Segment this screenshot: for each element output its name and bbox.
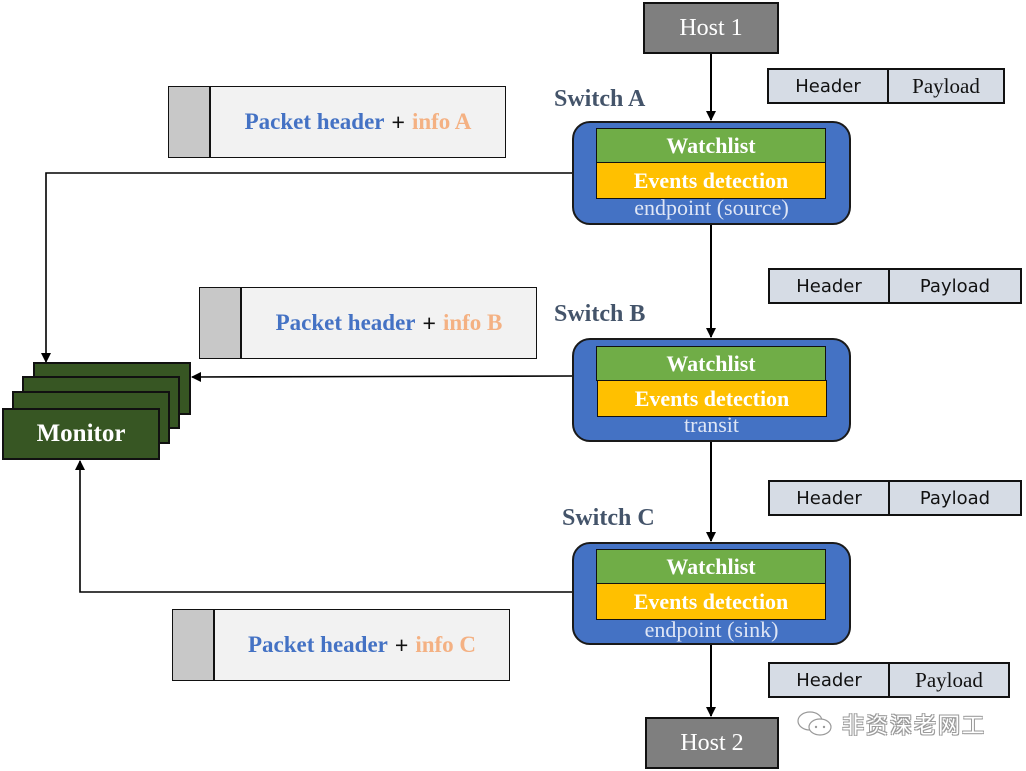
watchlist-block: Watchlist bbox=[596, 346, 826, 381]
report-packet-header: Packet header bbox=[244, 109, 385, 134]
data-packet: Header Payload bbox=[768, 480, 1022, 516]
wechat-icon bbox=[797, 711, 832, 736]
switch-a-label: Switch A bbox=[554, 86, 646, 112]
packet-header-field: Header bbox=[770, 482, 890, 514]
arrow-switch-b-to-monitor bbox=[191, 371, 573, 382]
watermark-text: 非资深老网工 bbox=[842, 714, 987, 739]
switch-c-label: Switch C bbox=[562, 505, 655, 531]
telemetry-report-c: Packet header + info C bbox=[172, 609, 510, 681]
data-packet: Header Payload bbox=[767, 68, 1005, 104]
switch-c: Watchlist Events detection endpoint (sin… bbox=[572, 542, 851, 645]
packet-payload-field: Payload bbox=[919, 487, 991, 509]
host-2-label: Host 2 bbox=[680, 729, 744, 756]
report-plus: + bbox=[391, 108, 405, 135]
report-tab bbox=[200, 288, 242, 358]
report-info: info C bbox=[415, 632, 477, 657]
report-packet-header: Packet header bbox=[275, 310, 416, 335]
host-2: Host 2 bbox=[645, 717, 779, 769]
monitor-label: Monitor bbox=[36, 420, 126, 447]
events-detection-block: Events detection bbox=[596, 162, 826, 199]
events-detection-block: Events detection bbox=[597, 380, 827, 417]
watchlist-block: Watchlist bbox=[596, 128, 826, 163]
events-detection-block: Events detection bbox=[596, 583, 826, 620]
report-info: info B bbox=[442, 310, 503, 335]
telemetry-report-a: Packet header + info A bbox=[168, 86, 506, 158]
monitor: Monitor bbox=[2, 408, 160, 460]
packet-payload-field: Payload bbox=[912, 73, 980, 98]
watermark: 非资深老网工 bbox=[796, 708, 986, 740]
telemetry-report-b: Packet header + info B bbox=[199, 287, 537, 359]
host-1: Host 1 bbox=[643, 2, 779, 54]
host-1-label: Host 1 bbox=[679, 14, 743, 41]
arrow-switch-c-to-monitor bbox=[75, 460, 573, 593]
switch-b: Watchlist Events detection transit bbox=[572, 338, 851, 442]
packet-header-field: Header bbox=[769, 70, 889, 102]
packet-header-field: Header bbox=[770, 664, 890, 696]
report-packet-header: Packet header bbox=[247, 632, 388, 657]
report-tab bbox=[169, 87, 211, 157]
report-plus: + bbox=[422, 309, 436, 336]
switch-role: endpoint (source) bbox=[634, 195, 789, 220]
packet-payload-field: Payload bbox=[919, 275, 991, 297]
switch-a: Watchlist Events detection endpoint (sou… bbox=[572, 121, 851, 225]
watchlist-block: Watchlist bbox=[596, 549, 826, 584]
switch-b-label: Switch B bbox=[554, 301, 646, 327]
switch-role: transit bbox=[684, 412, 739, 437]
data-packet: Header Payload bbox=[768, 268, 1022, 304]
report-tab bbox=[173, 610, 215, 680]
report-plus: + bbox=[394, 631, 409, 658]
packet-header-field: Header bbox=[770, 270, 890, 302]
switch-role: endpoint (sink) bbox=[644, 617, 779, 642]
report-info: info A bbox=[411, 109, 472, 134]
packet-payload-field: Payload bbox=[915, 667, 983, 692]
data-packet: Header Payload bbox=[768, 662, 1010, 698]
